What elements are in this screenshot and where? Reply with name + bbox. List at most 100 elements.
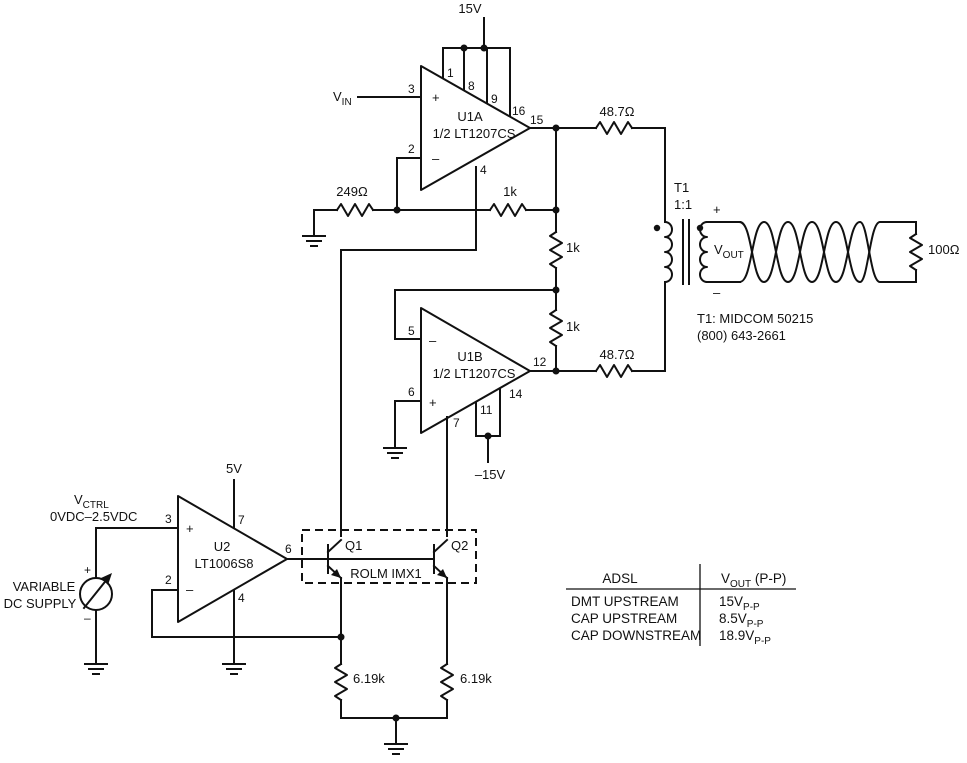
u1a-pin-9: 9 [491,92,498,106]
supply-minus-sign: – [84,611,91,625]
table-row-mode: DMT UPSTREAM [571,594,679,609]
u1b-pin-5: 5 [408,324,415,338]
opamp-u1a: + – U1A 1/2 LT1207CS [420,65,531,191]
u1a-output-network: 15 48.7Ω [529,104,666,233]
resistor-6-19k-right [440,662,454,702]
opamp-u1b: – + U1B 1/2 LT1207CS [420,307,531,434]
u1a-pin-1: 1 [447,66,454,80]
u1a-name: U1A [457,109,483,124]
table-row-value: 15VP-P [719,594,760,613]
u1a-minus-sign: – [432,151,440,166]
resistor-6-19k-left-label: 6.19k [353,671,385,686]
supply-label-1: VARIABLE [13,579,76,594]
resistor-1k-feedback-label: 1k [503,184,517,199]
u1a-pin-15: 15 [530,113,544,127]
vctrl-range-label: 0VDC–2.5VDC [50,509,137,524]
u1a-pin-4: 4 [480,163,487,177]
table-row-value: 18.9VP-P [719,628,771,647]
u1b-pin-7: 7 [453,416,460,430]
vin-label: VIN [333,89,352,108]
resistor-1k-mid-upper-label: 1k [566,240,580,255]
u1b-wiring: 5 6 11 14 –15V 7 12 48.7Ω [383,281,666,537]
u2-pin-2: 2 [165,573,172,587]
u2-wiring: 5V 7 4 3 VCTRL 0VDC–2.5VDC 2 6 [50,461,342,675]
resistor-6-19k-left [334,662,348,702]
u2-pin-3: 3 [165,512,172,526]
transistor-array: ROLM IMX1 Q1 Q2 [301,529,477,585]
vout-minus-sign: – [713,285,721,300]
transformer-t1: T1 1:1 + – VOUT T1: MIDCOM 50215 (800) 6… [653,180,813,343]
transistor-array-label: ROLM IMX1 [350,566,422,581]
resistor-48-7-top [594,121,634,135]
u1b-pin-6: 6 [408,385,415,399]
u1a-pin-3: 3 [408,82,415,96]
table-header-adsl: ADSL [602,571,638,586]
resistor-1k-mid-lower [549,308,563,348]
u1b-plus-sign: + [429,395,437,410]
vout-plus-sign: + [713,202,721,217]
vctrl-label: VCTRL [74,492,109,511]
supply-plus-sign: + [84,563,91,577]
transistor-q2: Q2 [432,538,468,585]
u1a-pin-16: 16 [512,104,526,118]
u2-name: U2 [214,539,231,554]
twisted-pair: 100Ω [738,220,960,284]
ground-symbol-5 [384,743,408,755]
variable-dc-supply: + – VARIABLE DC SUPPLY [4,527,113,675]
u1b-name: U1B [457,349,482,364]
u2-plus-sign: + [186,521,194,536]
ground-symbol-2 [383,447,407,459]
transformer-note-2: (800) 643-2661 [697,328,786,343]
u1a-plus-sign: + [432,90,440,105]
transformer-ratio: 1:1 [674,197,692,212]
table-row-value: 8.5VP-P [719,611,764,630]
q1-label: Q1 [345,538,362,553]
resistor-1k-feedback [488,203,528,217]
transformer-note-1: T1: MIDCOM 50215 [697,311,813,326]
resistor-48-7-bottom [594,364,634,378]
resistor-48-7-top-label: 48.7Ω [599,104,634,119]
vin-input: VIN 3 [333,82,422,108]
u2-pin-7: 7 [238,513,245,527]
u1b-pin-14: 14 [509,387,523,401]
resistor-249-label: 249Ω [336,184,368,199]
resistor-100-label: 100Ω [928,242,960,257]
supply-5v-label: 5V [226,461,242,476]
u1b-pin-12: 12 [533,355,547,369]
supply-neg15v-label: –15V [475,467,506,482]
u2-pin-6: 6 [285,542,292,556]
table-row-mode: CAP DOWNSTREAM [571,628,701,643]
u2-part: LT1006S8 [194,556,253,571]
q2-label: Q2 [451,538,468,553]
ground-symbol-1 [302,235,326,247]
transistor-q1: Q1 [326,538,362,585]
u1b-part: 1/2 LT1207CS [433,366,516,381]
u1a-pin-8: 8 [468,79,475,93]
u1a-inverting-network: 2 249Ω 1k [302,142,560,247]
u1b-minus-sign: – [429,333,437,348]
center-divider: 1k 1k [549,230,580,372]
table-row-mode: CAP UPSTREAM [571,611,677,626]
resistor-249 [335,203,375,217]
u2-minus-sign: – [186,582,194,597]
resistor-48-7-bottom-label: 48.7Ω [599,347,634,362]
resistor-6-19k-right-label: 6.19k [460,671,492,686]
u2-pin-4: 4 [238,591,245,605]
output-table: ADSL VOUT (P-P) DMT UPSTREAM 15VP-P CAP … [566,564,796,647]
ground-symbol-4 [84,663,108,675]
primary-winding [663,220,673,284]
emitter-network: 6.19k 6.19k [334,583,492,755]
supply-label-2: DC SUPPLY [4,596,77,611]
ground-symbol-3 [222,663,246,675]
resistor-1k-mid-lower-label: 1k [566,319,580,334]
table-header-vout: VOUT (P-P) [721,571,786,590]
supply-15v-label: 15V [458,1,481,16]
vout-label: VOUT [714,242,744,261]
transformer-name: T1 [674,180,689,195]
u1a-part: 1/2 LT1207CS [433,126,516,141]
u1a-pin-2: 2 [408,142,415,156]
secondary-winding [699,220,709,284]
u1b-pin-11: 11 [480,403,493,417]
u1a-pin4-wire: 4 [340,163,487,537]
